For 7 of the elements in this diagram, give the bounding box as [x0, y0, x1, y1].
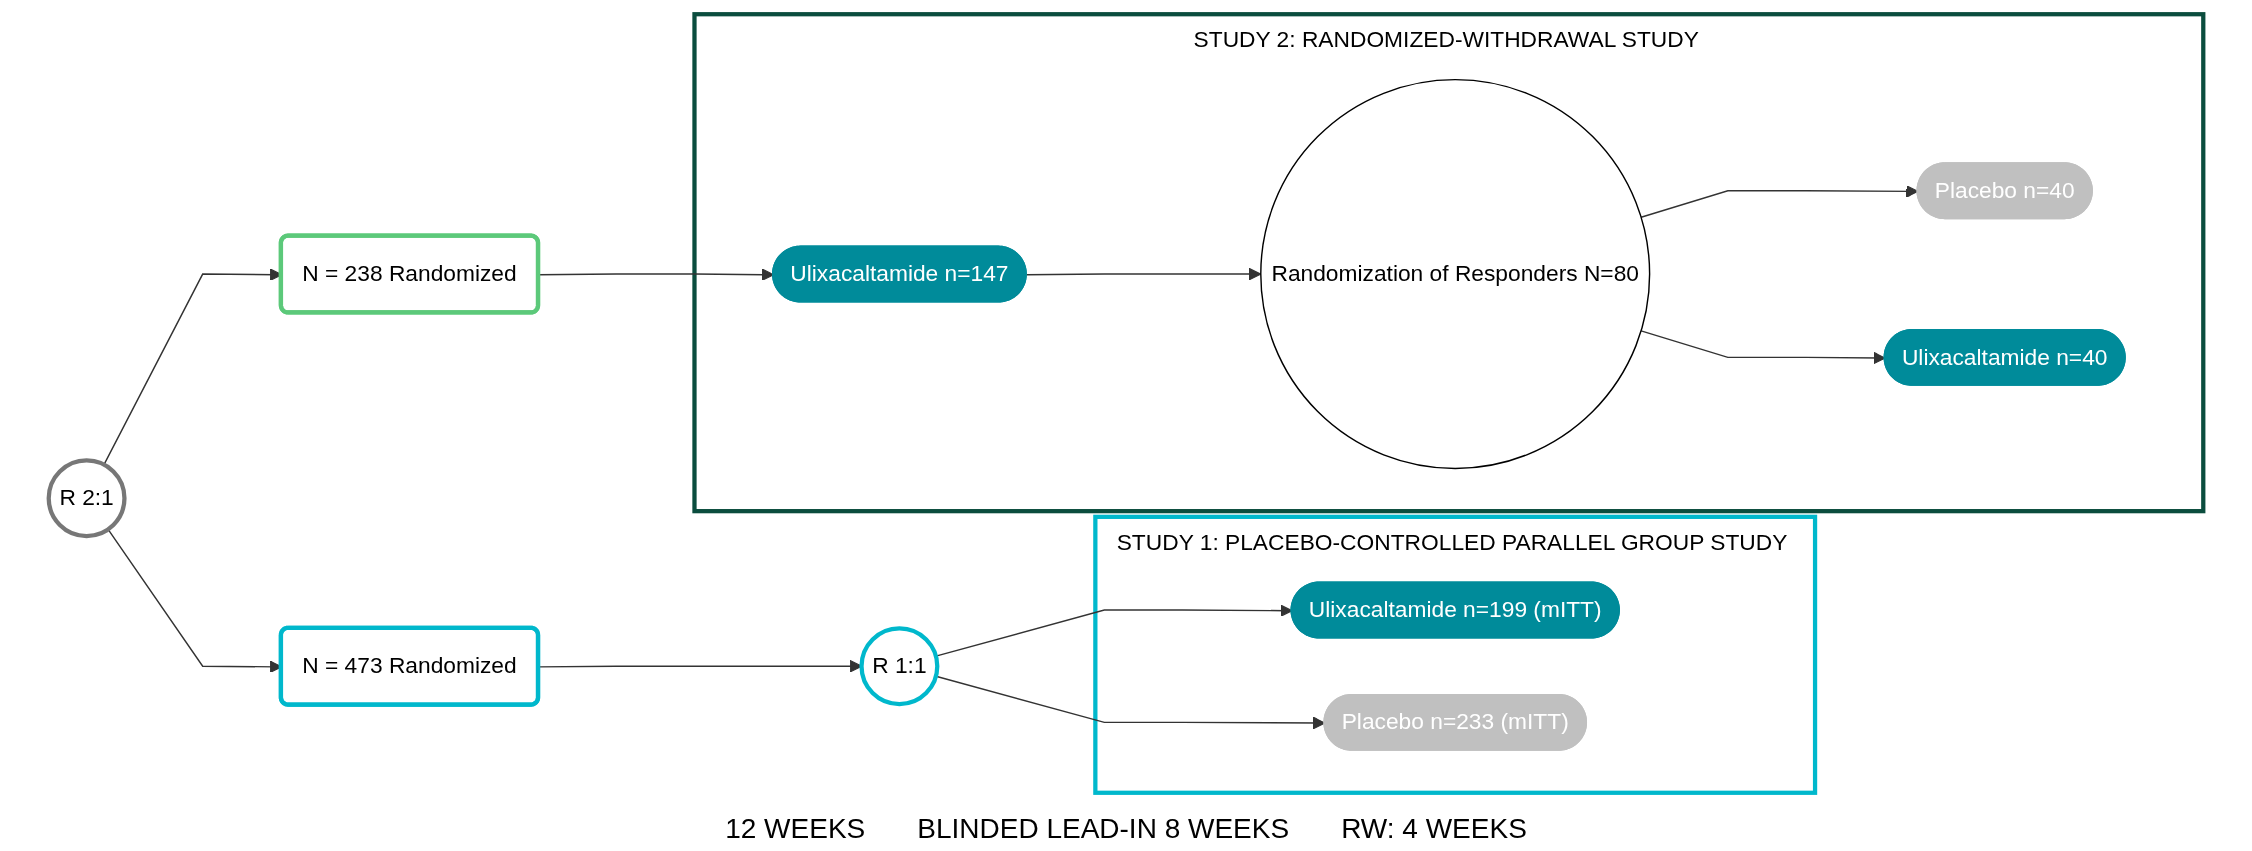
node-circle: Randomization of Responders N=80	[1260, 78, 1651, 470]
note-label: 12 WEEKS	[725, 813, 866, 845]
node-circle: R 2:1	[46, 458, 127, 539]
note-label: BLINDED LEAD-IN 8 WEEKS	[917, 813, 1290, 845]
node-circle: R 1:1	[859, 626, 940, 707]
note-label: RW: 4 WEEKS	[1341, 813, 1527, 845]
arrow	[1026, 267, 1262, 281]
